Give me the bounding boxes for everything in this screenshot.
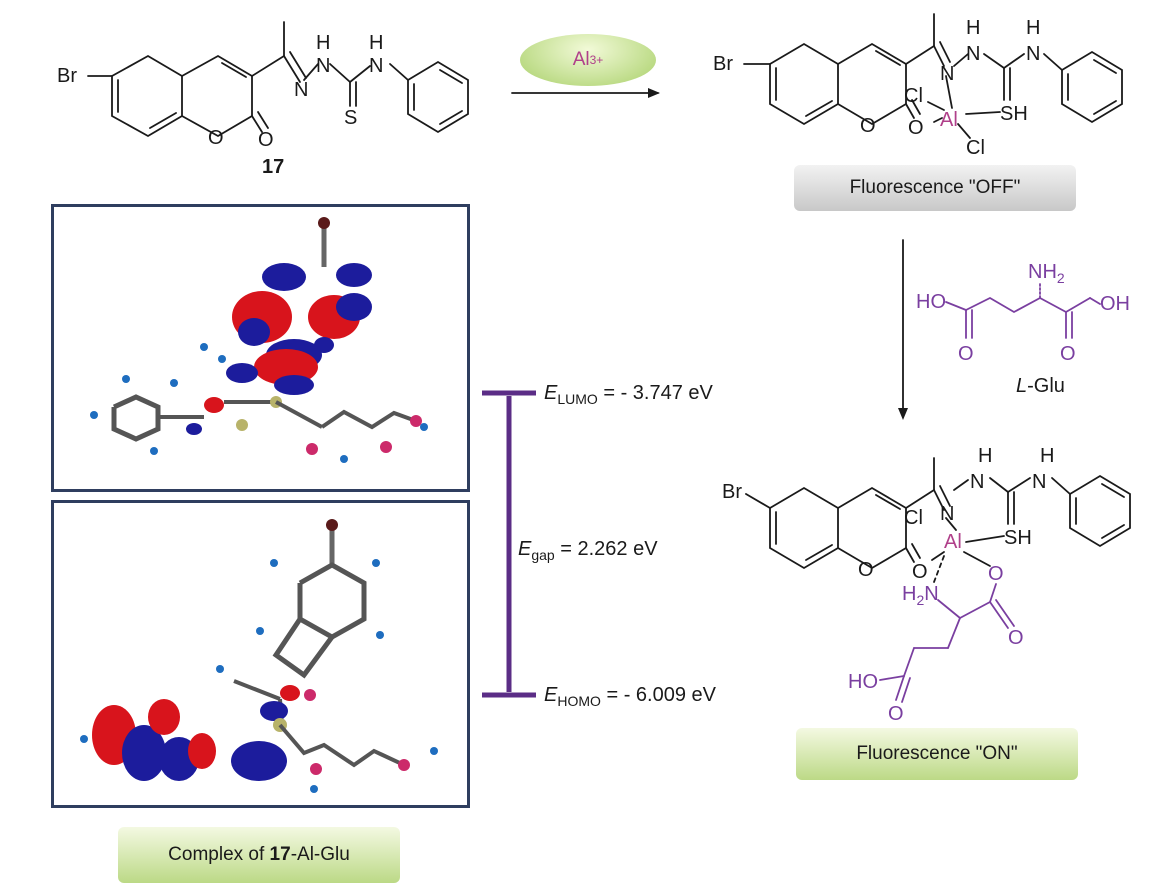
atom-o: O [1008,627,1024,649]
reagent-label: Al [572,49,590,70]
atom-cl: Cl [904,507,923,529]
compound-17-structure: Br O O N N H S N H 17 [57,21,469,178]
atom-o-ring: O [208,127,224,149]
atom-br: Br [57,65,77,87]
caption-compound-number: 17 [269,844,291,865]
atom-h: H [369,32,383,54]
atom-h: H [1040,445,1054,467]
atom-h: H [978,445,992,467]
lumo-sub: LUMO [557,391,598,407]
atom-o: O [912,561,928,583]
atom-h: H [966,17,980,39]
atom-o: O [888,703,904,725]
atom-oh: OH [1100,293,1130,315]
atom-n: N [940,63,954,85]
atom-o: O [958,343,974,365]
atom-n: N [966,43,980,65]
atom-n: N [1026,43,1040,65]
atom-o: O [860,115,876,137]
reagent-charge: 3+ [589,53,604,67]
atom-n: N [970,471,984,493]
atom-cl: Cl [904,85,923,107]
arrow-head [648,88,660,98]
lumo-symbol: E [544,382,558,404]
atom-n-imine: N [294,79,308,101]
lumo-orbital-panel [51,204,470,492]
arrow-head [898,408,908,420]
atom-n: N [940,503,954,525]
lumo-orbital-render [90,217,428,463]
atom-h2n: H2N [902,583,939,608]
atom-o-carbonyl: O [258,129,274,151]
atom-n: N [1032,471,1046,493]
atom-br: Br [713,53,733,75]
gap-value: = 2.262 eV [554,538,658,560]
atom-o: O [908,117,924,139]
atom-h: H [316,32,330,54]
atom-h: H [1026,17,1040,39]
atom-nh2: NH2 [1028,261,1065,286]
atom-n-amide: N [369,55,383,77]
energy-diagram [482,390,536,698]
lumo-energy-label: ELUMO = - 3.747 eV [544,382,713,407]
atom-al: Al [940,109,958,131]
homo-orbital-render [80,519,438,793]
atom-s: S [344,107,357,129]
fluorescence-off-badge: Fluorescence "OFF" [794,165,1076,211]
homo-orbital-panel [51,500,470,808]
caption-prefix: Complex of [168,844,270,865]
gap-symbol: E [518,538,532,560]
homo-value: = - 6.009 eV [600,684,716,706]
homo-symbol: E [544,684,558,706]
atom-n-hydrazine: N [316,55,330,77]
homo-energy-label: EHOMO = - 6.009 eV [544,684,716,709]
atom-sh: SH [1000,103,1028,125]
atom-o: O [1060,343,1076,365]
homo-sub: HOMO [557,693,601,709]
atom-al: Al [944,531,962,553]
al-glu-complex-structure: Br O O N N H N H SH Cl Al O O H2N HO O [722,445,1131,725]
gap-sub: gap [531,547,555,563]
atom-cl: Cl [966,137,985,159]
compound-number-label: 17 [262,156,284,178]
gap-energy-label: Egap = 2.262 eV [518,538,658,563]
l-glu-structure: HO OH O O NH2 L-Glu [916,261,1130,397]
lumo-value: = - 3.747 eV [597,382,713,404]
complex-caption-badge: Complex of 17-Al-Glu [118,827,400,883]
atom-ho: HO [848,671,878,693]
al-complex-structure: Br O O N N H N H SH Cl Cl Al [713,13,1123,159]
l-glu-label: L-Glu [1016,375,1065,397]
atom-o: O [858,559,874,581]
caption-suffix: -Al-Glu [290,844,350,865]
atom-sh: SH [1004,527,1032,549]
atom-ho: HO [916,291,946,313]
atom-o: O [988,563,1004,585]
atom-br: Br [722,481,742,503]
fluorescence-on-badge: Fluorescence "ON" [796,728,1078,780]
